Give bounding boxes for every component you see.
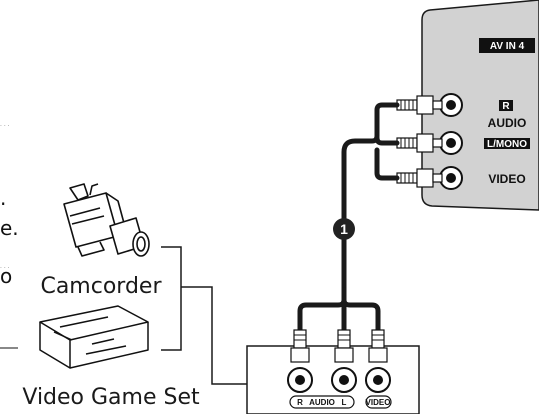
source-r-label: R (297, 398, 303, 407)
source-audio-label: AUDIO (309, 398, 335, 407)
camcorder-label: Camcorder (40, 274, 162, 299)
source-jack-l (331, 367, 357, 393)
source-video-label: VIDEO (366, 398, 391, 407)
edge-text-2: e. (0, 216, 19, 240)
tv-rca-plugs (396, 95, 443, 188)
audio-label-frame (289, 395, 355, 409)
tv-r-label: R (502, 101, 510, 112)
tv-jack-audio-l (439, 131, 463, 155)
device-bracket (161, 246, 247, 385)
edge-dots-1: · · · (0, 123, 10, 130)
step-badge-1: 1 (333, 218, 355, 240)
tv-plug-video (396, 168, 443, 188)
tv-plug-l (396, 133, 443, 153)
source-jack-panel: R AUDIO L VIDEO (246, 329, 420, 414)
camcorder-icon (63, 183, 150, 257)
game-console-icon (39, 305, 149, 369)
source-l-label: L (342, 398, 347, 407)
edge-text-3: o (0, 264, 12, 288)
av-in-title-box (479, 38, 535, 53)
tv-jack-video (439, 166, 463, 190)
source-plug-video (368, 329, 388, 363)
edge-dots-2: · · · (0, 265, 10, 272)
r-label-box (499, 100, 513, 111)
av-cable (297, 102, 400, 333)
source-jack-video (365, 367, 391, 393)
tv-plug-r (396, 95, 443, 115)
av-in-title: AV IN 4 (490, 41, 525, 52)
tv-side-panel: AV IN 4 R AUDIO L/MONO VIDEO (421, 0, 539, 211)
video-game-set-label: Video Game Set (22, 385, 200, 410)
tv-lmono-label: L/MONO (487, 139, 527, 150)
left-edge-text: . e. o · · · · · · (0, 123, 19, 349)
lmono-label-box (484, 138, 530, 149)
source-jack-r (287, 367, 313, 393)
tv-video-label: VIDEO (488, 172, 525, 186)
tv-audio-label: AUDIO (488, 116, 527, 130)
step-badge-number: 1 (340, 221, 348, 237)
source-plug-r (290, 329, 310, 363)
source-plug-l (334, 329, 354, 363)
tv-jack-audio-r (439, 93, 463, 117)
edge-text-1: . (0, 186, 6, 210)
video-label-frame (365, 395, 392, 409)
